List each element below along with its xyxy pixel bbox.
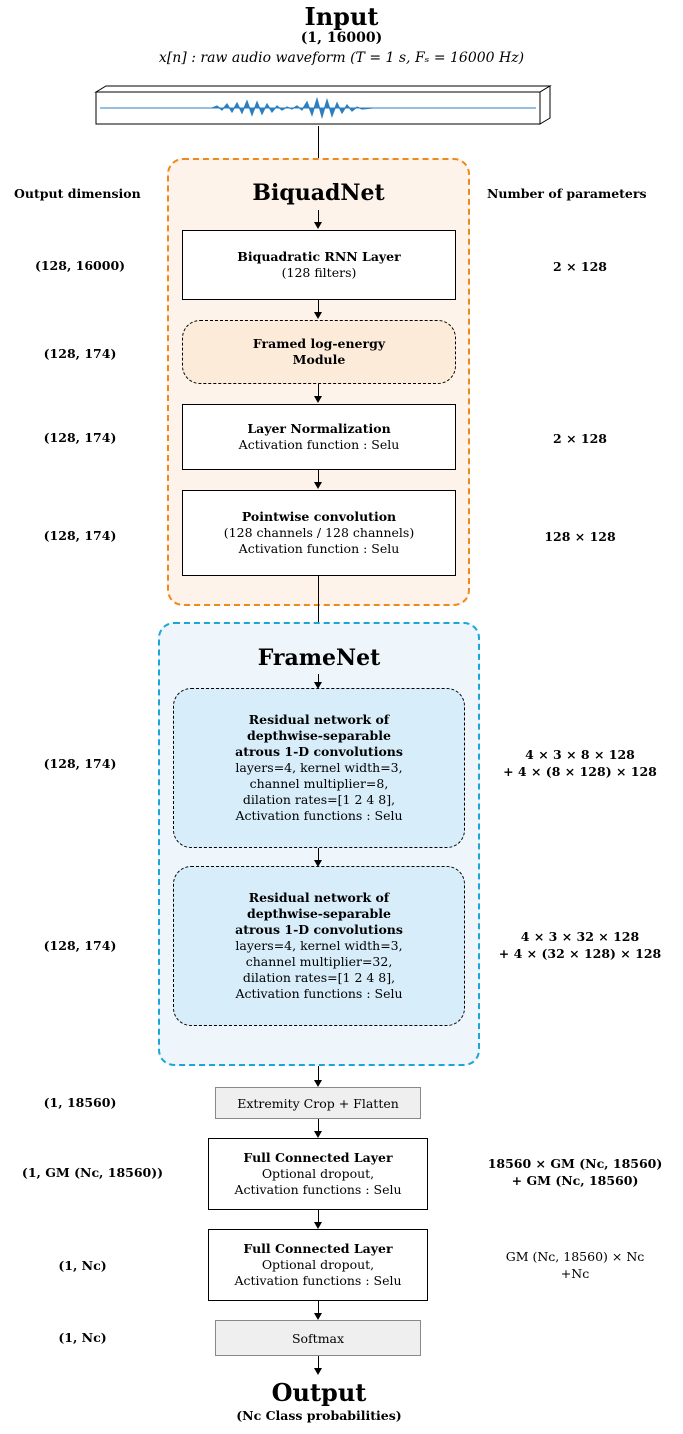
params-layernorm: 2 × 128 <box>553 431 607 446</box>
params-fc2: GM (Nᴄ, 18560) × Nᴄ +Nᴄ <box>470 1248 680 1282</box>
log-energy-line2: Module <box>292 352 346 367</box>
dim-softmax: (1, Nᴄ) <box>58 1330 107 1345</box>
res2-l2: channel multiplier=32, <box>245 954 393 969</box>
log-energy-module: Framed log-energy Module <box>182 320 456 384</box>
fc2-l2: Activation functions : Selu <box>234 1273 402 1288</box>
params-fc1-line2: + GM (Nᴄ, 18560) <box>511 1173 639 1188</box>
extremity-crop-flatten: Extremity Crop + Flatten <box>215 1087 421 1119</box>
res2-t3: atrous 1-D convolutions <box>235 922 403 937</box>
res2-l4: Activation functions : Selu <box>235 986 403 1001</box>
params-fc2-line1: GM (Nᴄ, 18560) × Nᴄ <box>505 1249 645 1264</box>
params-res2: 4 × 3 × 32 × 128 + 4 × (32 × 128) × 128 <box>480 928 680 962</box>
dim-pointwise: (128, 174) <box>43 528 117 543</box>
dim-fc1: (1, GM (Nᴄ, 18560)) <box>21 1165 164 1180</box>
pointwise-title: Pointwise convolution <box>241 509 397 524</box>
biquadratic-rnn-layer: Biquadratic RNN Layer (128 filters) <box>182 230 456 300</box>
parameters-header: Number of parameters <box>487 186 647 201</box>
dim-layernorm: (128, 174) <box>43 430 117 445</box>
pointwise-sub2: Activation function : Selu <box>238 541 400 556</box>
input-description: x[n] : raw audio waveform (T = 1 s, Fₛ =… <box>158 50 525 66</box>
res1-t2: depthwise-separable <box>247 728 391 743</box>
layernorm-sub: Activation function : Selu <box>238 437 400 452</box>
params-fc2-line2: +Nᴄ <box>560 1266 590 1281</box>
fc1-l1: Optional dropout, <box>261 1166 375 1181</box>
layernorm-title: Layer Normalization <box>247 421 391 436</box>
dim-logenergy: (128, 174) <box>43 346 117 361</box>
dim-res1: (128, 174) <box>43 756 117 771</box>
input-title: Input <box>304 2 379 31</box>
params-fc1-line1: 18560 × GM (Nᴄ, 18560) <box>487 1156 663 1171</box>
fc1-l2: Activation functions : Selu <box>234 1182 402 1197</box>
params-res1: 4 × 3 × 8 × 128 + 4 × (8 × 128) × 128 <box>480 746 680 780</box>
log-energy-line1: Framed log-energy <box>252 336 386 351</box>
dim-res2: (128, 174) <box>43 938 117 953</box>
dim-fc2: (1, Nᴄ) <box>58 1258 107 1273</box>
params-res2-line1: 4 × 3 × 32 × 128 <box>520 929 640 944</box>
res2-t1: Residual network of <box>248 890 390 905</box>
fc2-l1: Optional dropout, <box>261 1257 375 1272</box>
output-dimension-header: Output dimension <box>14 186 141 201</box>
pointwise-sub1: (128 channels / 128 channels) <box>223 525 415 540</box>
rnn-sub: (128 filters) <box>281 265 357 280</box>
res2-l1: layers=4, kernel width=3, <box>235 938 403 953</box>
dim-rnn: (128, 16000) <box>34 258 126 273</box>
params-fc1: 18560 × GM (Nᴄ, 18560) + GM (Nᴄ, 18560) <box>470 1155 680 1189</box>
params-res1-line2: + 4 × (8 × 128) × 128 <box>503 764 657 779</box>
layer-normalization: Layer Normalization Activation function … <box>182 404 456 470</box>
res1-l3: dilation rates=[1 2 4 8], <box>242 792 396 807</box>
res1-l1: layers=4, kernel width=3, <box>235 760 403 775</box>
framenet-title: FrameNet <box>257 645 381 671</box>
res1-l4: Activation functions : Selu <box>235 808 403 823</box>
params-rnn: 2 × 128 <box>553 259 607 274</box>
residual-network-1: Residual network of depthwise-separable … <box>173 688 465 848</box>
residual-network-2: Residual network of depthwise-separable … <box>173 866 465 1026</box>
res2-t2: depthwise-separable <box>247 906 391 921</box>
res2-l3: dilation rates=[1 2 4 8], <box>242 970 396 985</box>
params-pointwise: 128 × 128 <box>544 529 616 544</box>
dim-crop: (1, 18560) <box>43 1095 117 1110</box>
res1-t1: Residual network of <box>248 712 390 727</box>
input-dims: (1, 16000) <box>300 30 383 46</box>
full-connected-layer-1: Full Connected Layer Optional dropout, A… <box>208 1138 428 1210</box>
rnn-title: Biquadratic RNN Layer <box>237 249 401 264</box>
fc1-title: Full Connected Layer <box>243 1150 393 1165</box>
waveform-image <box>94 85 552 125</box>
output-subtitle: (Nᴄ Class probabilities) <box>236 1408 402 1423</box>
full-connected-layer-2: Full Connected Layer Optional dropout, A… <box>208 1229 428 1301</box>
biquadnet-title: BiquadNet <box>252 180 385 206</box>
softmax-box: Softmax <box>215 1320 421 1356</box>
res1-l2: channel multiplier=8, <box>249 776 389 791</box>
fc2-title: Full Connected Layer <box>243 1241 393 1256</box>
params-res2-line2: + 4 × (32 × 128) × 128 <box>498 946 662 961</box>
pointwise-convolution: Pointwise convolution (128 channels / 12… <box>182 490 456 576</box>
params-res1-line1: 4 × 3 × 8 × 128 <box>525 747 635 762</box>
res1-t3: atrous 1-D convolutions <box>235 744 403 759</box>
output-title: Output <box>271 1378 367 1407</box>
